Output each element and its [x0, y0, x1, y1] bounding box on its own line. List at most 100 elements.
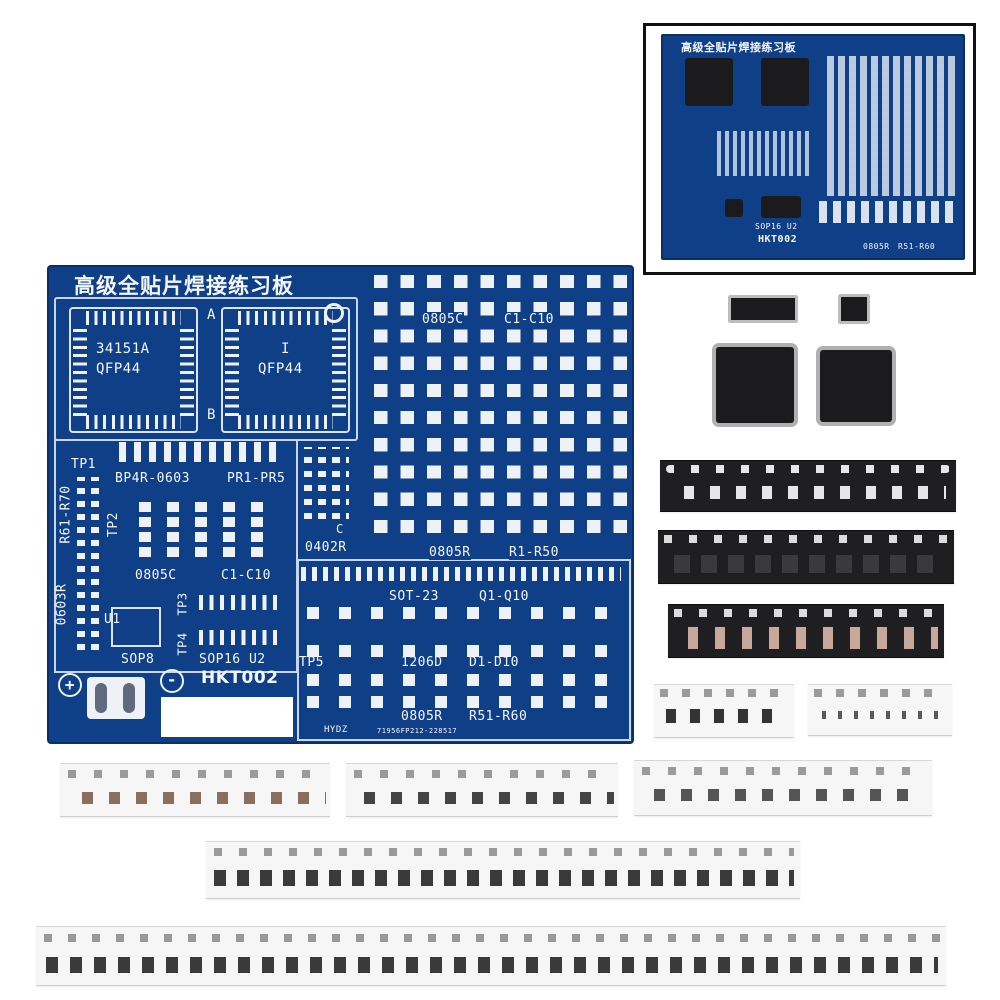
label-u1: U1 [104, 612, 121, 627]
qfp44-chip-1 [716, 347, 794, 423]
inset-pad-grid [823, 56, 955, 196]
tape-caps-1 [60, 763, 330, 817]
label-c1-c10: C1-C10 [221, 568, 271, 583]
tape-sot23 [660, 460, 956, 512]
sop16-footprint [199, 595, 284, 645]
tape-resistors-2 [36, 926, 946, 986]
connector-slot-1 [95, 683, 107, 713]
tape-transistors [658, 530, 954, 584]
qfp-a-label-2: QFP44 [96, 361, 141, 377]
tape-resistors-1 [206, 841, 800, 899]
tape-res-2-pockets [46, 957, 938, 973]
qfp-b-pins-left [225, 324, 239, 416]
inset-small-pads [713, 131, 813, 176]
qfp-a-pins-right [180, 324, 194, 416]
tape-res-1-holes [214, 848, 794, 856]
tape-caps-1-pockets [82, 792, 326, 804]
qfp-b-pins-top [238, 311, 333, 325]
connector-slot-2 [123, 683, 135, 713]
label-c-mark: C [336, 522, 344, 536]
inset-diode-row [813, 201, 953, 223]
pads-0603-column [77, 477, 101, 657]
pad-grid-cols [361, 275, 627, 547]
qfp-a-pins-bottom [86, 415, 181, 429]
inset-qfp-a [685, 58, 733, 106]
label-sop8: SOP8 [121, 652, 155, 667]
label-sop16: SOP16 U2 [199, 652, 266, 667]
inset-photo-frame: 高级全贴片焊接练习板 SOP16 U2 HKT002 0805R R51-R60 [643, 23, 976, 275]
label-r51-r60: R51-R60 [469, 709, 528, 724]
pcb-title: 高级全贴片焊接练习板 [74, 274, 294, 298]
inset-sop16-label: SOP16 U2 [755, 222, 798, 231]
tape-holes-3 [674, 609, 938, 617]
qfp-a-label-1: 34151A [96, 341, 150, 357]
fiducial-mark [324, 303, 344, 323]
inset-r51-label: R51-R60 [898, 242, 936, 251]
tape-small-1-holes [660, 689, 788, 697]
inset-sop16-chip [761, 196, 801, 218]
sop16-chip [728, 295, 798, 323]
plus-symbol: + [58, 673, 82, 697]
tape-pockets [684, 486, 946, 499]
tape-caps-3-holes [642, 767, 926, 775]
tape-caps-3-pockets [654, 789, 924, 801]
pads-bp4r [119, 442, 279, 462]
pads-sot23 [301, 567, 621, 581]
inset-title: 高级全贴片焊接练习板 [681, 41, 796, 54]
label-0603r: 0603R [54, 583, 70, 626]
label-r1-r50: R1-R50 [509, 545, 559, 560]
qfp-b-footprint: I QFP44 [221, 307, 350, 433]
model-label: HKT002 [201, 668, 279, 688]
tape-caps-2 [346, 763, 618, 817]
sop8-footprint [111, 607, 161, 647]
inset-r0805-label: 0805R [863, 242, 890, 251]
pads-0402 [304, 447, 349, 527]
inset-qfp-b [761, 58, 809, 106]
tape-caps-2-pockets [364, 792, 614, 804]
qfp44-chip-2 [820, 350, 892, 422]
tape-pockets-3 [688, 627, 938, 649]
tape-holes [666, 465, 950, 473]
qfp-b-pins-bottom [238, 415, 333, 429]
sop8-chip [838, 294, 870, 324]
label-tp5: TP5 [299, 655, 324, 670]
tape-res-1-pockets [214, 870, 794, 886]
label-tp4: TP4 [175, 632, 190, 656]
tape-caps-3 [634, 760, 932, 816]
label-0805c: 0805C [135, 568, 177, 583]
label-sot23: SOT-23 [389, 589, 439, 604]
main-pcb: 高级全贴片焊接练习板 34151A QFP44 A B I QFP44 0805… [47, 265, 634, 744]
tape-small-1 [654, 684, 794, 738]
qfp-a-pins-top [86, 311, 181, 325]
label-0805r-bottom: 0805R [401, 709, 443, 724]
tape-small-2-pockets [822, 711, 942, 719]
power-connector [87, 677, 145, 719]
tape-holes-2 [664, 535, 948, 543]
label-q1-q10: Q1-Q10 [479, 589, 529, 604]
label-0402r: 0402R [305, 540, 347, 555]
label-tp1: TP1 [71, 457, 96, 472]
tape-small-1-pockets [666, 709, 786, 723]
pads-1206d [307, 607, 622, 657]
qfp-b-label-2: QFP44 [258, 361, 303, 377]
tape-caps-2-holes [354, 770, 612, 778]
label-tp3: TP3 [175, 592, 190, 616]
minus-symbol: - [160, 669, 184, 693]
mark-a: A [207, 307, 216, 323]
tape-small-2 [808, 684, 952, 736]
label-brand: HYDZ [324, 725, 348, 735]
pads-0805r-bottom [307, 672, 622, 708]
label-bp4r: BP4R-0603 [115, 471, 190, 486]
tape-pockets-2 [674, 555, 944, 573]
qfp-b-pins-right [332, 324, 346, 416]
inset-sop8-chip [725, 199, 743, 217]
qfp-b-label-1: I [281, 341, 290, 357]
inset-pcb: 高级全贴片焊接练习板 SOP16 U2 HKT002 0805R R51-R60 [661, 34, 965, 260]
label-0805r: 0805R [429, 545, 471, 560]
label-d1-d10: D1-D10 [469, 655, 519, 670]
label-pr1-pr5: PR1-PR5 [227, 471, 286, 486]
qfp-a-footprint: 34151A QFP44 [69, 307, 198, 433]
label-c1-c10-top: C1-C10 [504, 312, 554, 327]
mark-b: B [207, 407, 216, 423]
label-serial: 71956FP212-228517 [377, 727, 458, 735]
